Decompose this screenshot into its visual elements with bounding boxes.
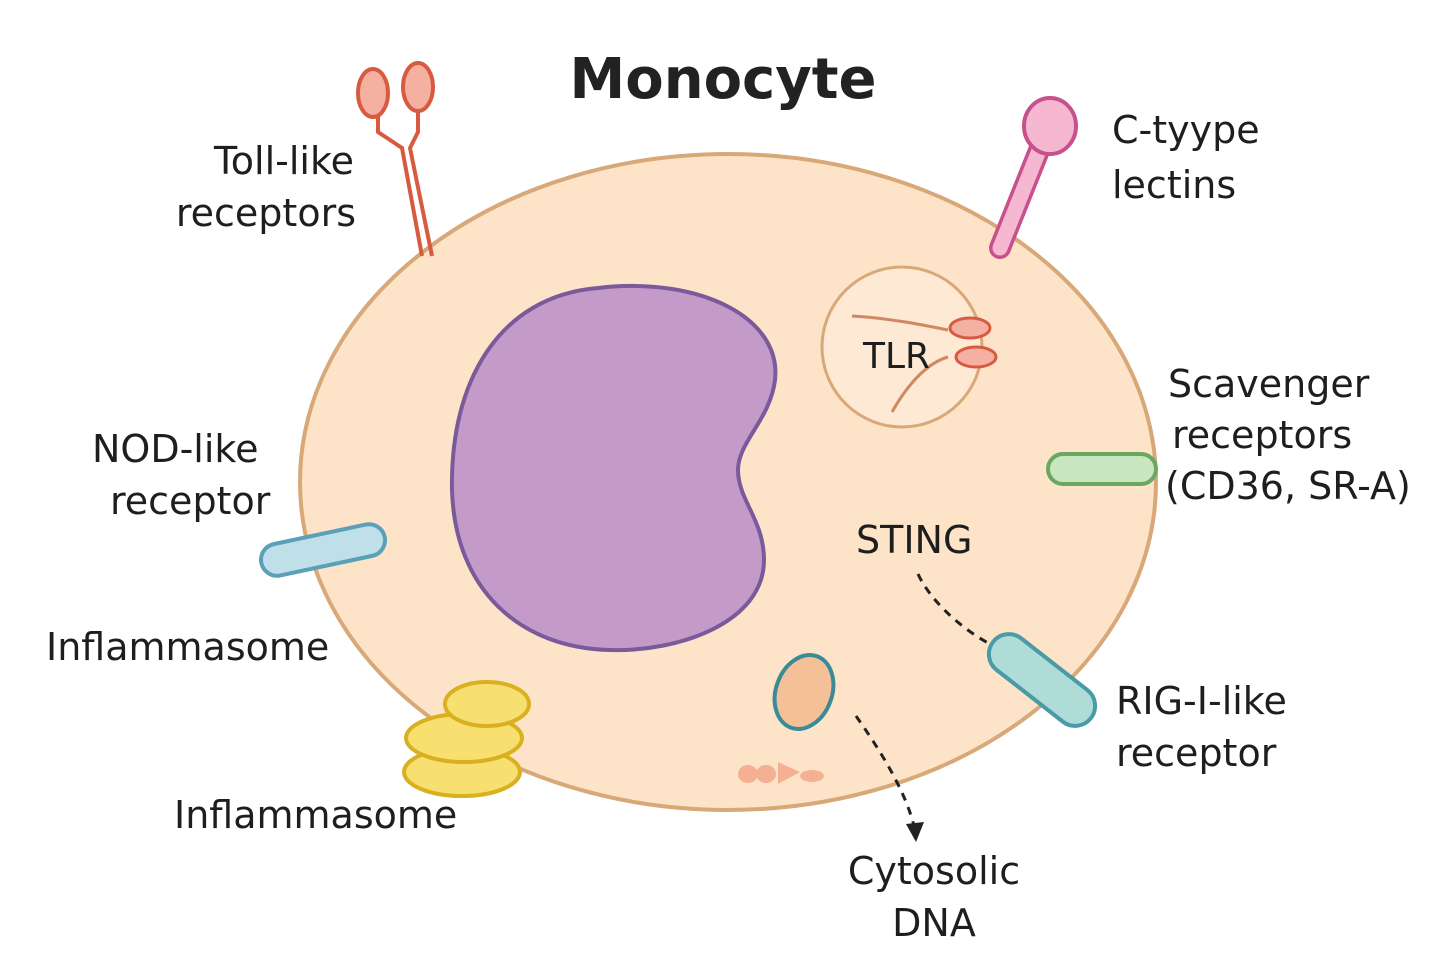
scavenger-receptor [1046,452,1158,486]
nod-like-receptor [259,522,387,578]
arrow-head-icon [906,822,924,842]
cytosolic-dna-pathway-line [854,715,916,827]
rig-like-receptor [986,632,1098,728]
endosome [820,265,998,429]
nod-like-label-line2: receptor [110,479,271,523]
c-type-label-line2: lectins [1112,163,1236,207]
nucleus [449,283,778,653]
cytosolic-dna-label-line2: DNA [892,901,976,945]
toll-like-label-line1: Toll-like [213,139,354,183]
sting-pathway-line [916,573,991,646]
toll-like-label-line2: receptors [176,191,356,235]
inflammasome-label-lower: Inflammasome [174,793,457,837]
diagram-title: Monocyte [570,47,877,112]
scavenger-label-line2: receptors [1172,413,1352,457]
cytosolic-dna-label-line1: Cytosolic [848,849,1020,893]
toll-like-receptor [356,61,435,257]
rig-like-label-line1: RIG-I-like [1116,679,1287,723]
c-type-label-line1: C-tyype [1112,108,1260,152]
inflammasome-label-upper: Inflammasome [46,625,329,669]
vesicle [772,653,836,731]
sting-label: STING [856,518,972,562]
rig-like-label-line2: receptor [1116,731,1277,775]
c-type-lectin-receptor [989,96,1078,259]
nod-like-label-line1: NOD-like [92,427,258,471]
tlr-label: TLR [862,336,930,377]
scavenger-label-line1: Scavenger [1168,362,1370,406]
dna-fragments [738,762,824,784]
scavenger-label-line3: (CD36, SR-A) [1165,464,1411,508]
inflammasome-complex [402,680,531,798]
